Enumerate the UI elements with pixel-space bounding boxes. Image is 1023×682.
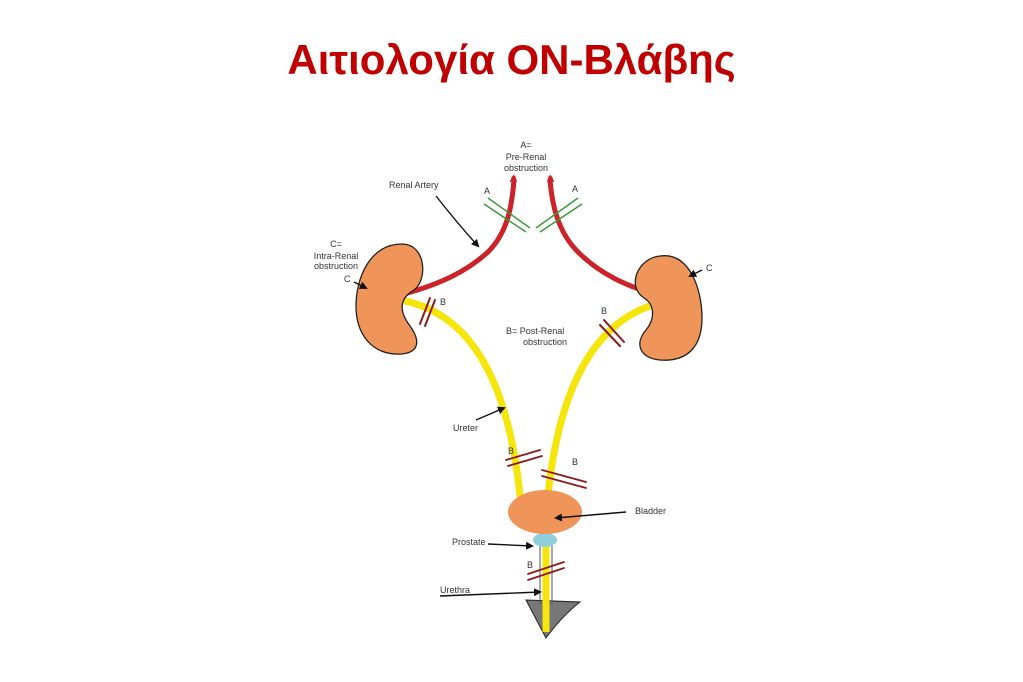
post-renal-obstruction-urethra (527, 561, 565, 581)
c-heading-label: C= (330, 239, 342, 249)
post-renal-obstruction-right-ureter (541, 469, 587, 489)
bladder (508, 490, 582, 534)
ureter-arrow (475, 406, 506, 421)
slide-title: Αιτιολογία ΟΝ-Βλάβης (287, 36, 736, 83)
right-kidney (634, 255, 703, 361)
pointer-arrows (353, 195, 703, 597)
b-urethra-label: B (527, 560, 533, 570)
urethra-label: Urethra (440, 585, 470, 595)
c-description-line-1: Intra-Renal (314, 251, 359, 261)
pre-renal-obstruction-right (535, 197, 583, 233)
left-renal-artery (401, 177, 517, 297)
c-description-line-2: obstruction (314, 261, 358, 271)
prostate-label: Prostate (452, 537, 486, 547)
c-left-arrow (353, 281, 368, 289)
b-right-kidney-label: B (601, 306, 607, 316)
post-renal-obstruction-right-kidney (599, 319, 625, 347)
renal-artery-arrow (435, 195, 480, 248)
b-right-ureter-label: B (572, 457, 578, 467)
a-description-line-2: obstruction (504, 163, 548, 173)
c-left-label: C (344, 274, 351, 284)
a-right-label: A (572, 184, 578, 194)
prostate-arrow (487, 541, 534, 550)
c-right-label: C (706, 263, 713, 273)
urethra-arrow (439, 588, 542, 597)
post-renal-obstruction-left-ureter (505, 449, 543, 467)
pre-renal-obstruction-left (483, 197, 531, 233)
left-ureter (396, 296, 526, 522)
renal-artery-label: Renal Artery (389, 180, 439, 190)
bladder-label: Bladder (635, 506, 666, 516)
b-description-line-1: B= Post-Renal (506, 326, 564, 336)
b-left-ureter-label: B (508, 446, 514, 456)
left-kidney (355, 243, 424, 355)
ureter-label: Ureter (453, 423, 478, 433)
right-artery-tip (547, 175, 554, 182)
c-right-arrow (688, 269, 703, 277)
post-renal-obstruction-left-kidney (419, 297, 436, 327)
urethra-cone (525, 599, 582, 639)
left-artery-tip (510, 175, 517, 182)
b-description-line-2: obstruction (523, 337, 567, 347)
a-description-line-1: Pre-Renal (506, 152, 547, 162)
a-heading-label: A= (520, 140, 531, 150)
b-left-kidney-label: B (440, 297, 446, 307)
a-left-label: A (484, 186, 490, 196)
bladder-arrow (554, 511, 627, 522)
prostate (533, 533, 557, 547)
right-renal-artery (547, 177, 663, 299)
